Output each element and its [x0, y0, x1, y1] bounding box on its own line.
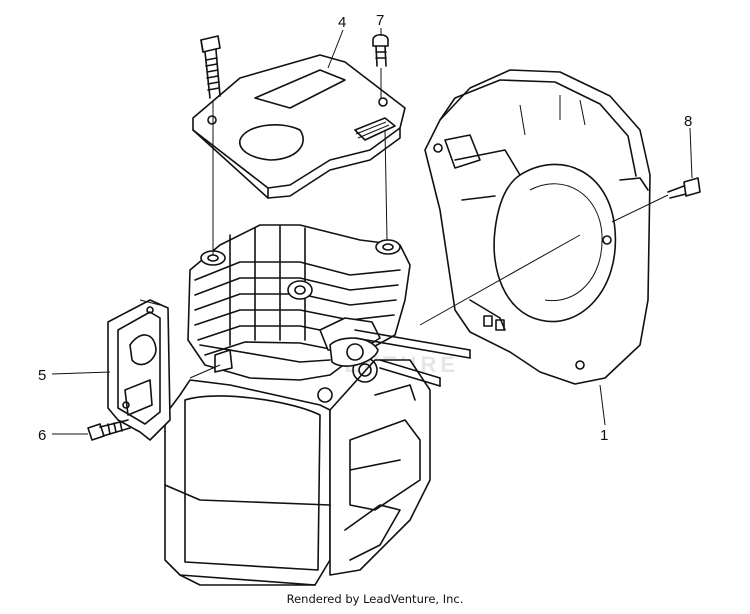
side-screw — [87, 419, 131, 441]
callout-leaders — [51, 28, 693, 435]
long-screw — [200, 35, 221, 255]
cylinder-block — [164, 357, 431, 586]
air-baffle — [192, 54, 406, 199]
callout-1: 1 — [600, 427, 608, 444]
callout-8: 8 — [684, 113, 692, 130]
blower-housing — [424, 69, 651, 385]
side-baffle — [107, 299, 171, 441]
head-studs — [354, 329, 471, 387]
alignment-lines — [139, 234, 581, 379]
footer-credit: Rendered by LeadVenture, Inc. — [286, 592, 464, 606]
cylinder-head — [187, 224, 411, 381]
callout-5: 5 — [38, 367, 46, 384]
callout-6: 6 — [38, 427, 46, 444]
housing-screw — [611, 177, 701, 223]
callout-4: 4 — [338, 14, 346, 31]
short-screw — [372, 33, 389, 241]
callout-7: 7 — [376, 12, 384, 29]
